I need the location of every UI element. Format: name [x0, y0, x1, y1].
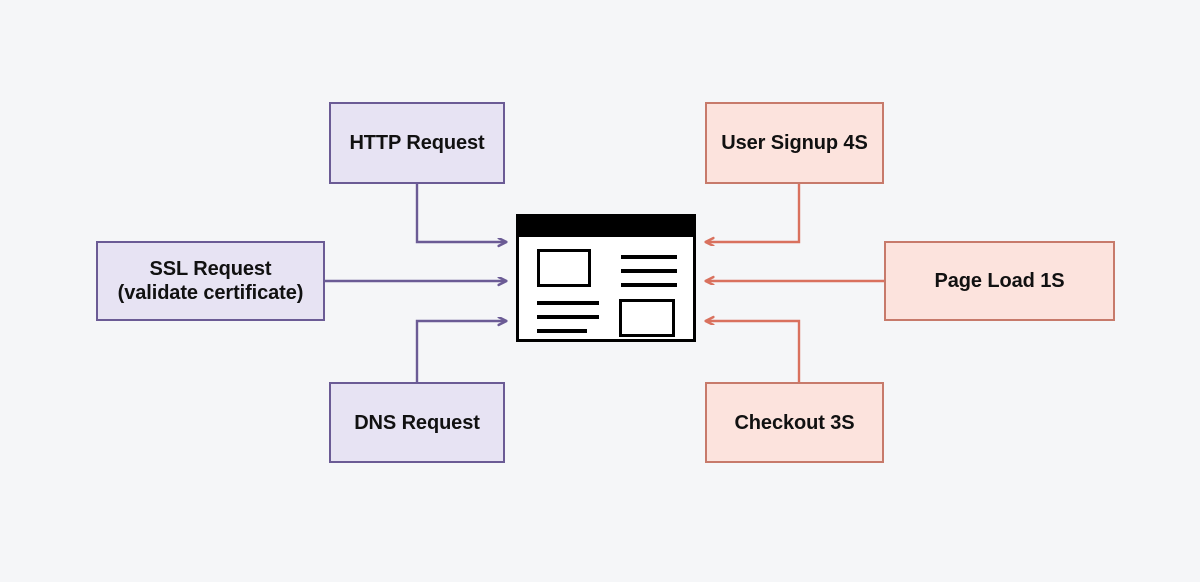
content-text-line-left-1 [537, 301, 599, 305]
node-ssl-request[interactable]: SSL Request (validate certificate) [96, 241, 325, 321]
content-text-line-left-2 [537, 315, 599, 319]
content-text-line-right-1 [621, 255, 677, 259]
connector-http-request-to-browser [415, 184, 506, 242]
content-text-line-left-3 [537, 329, 587, 333]
node-http-request-label: HTTP Request [349, 132, 485, 154]
node-checkout[interactable]: Checkout 3S [705, 382, 884, 463]
browser-titlebar [519, 217, 693, 237]
browser-window-icon [516, 214, 696, 342]
node-checkout-label: Checkout 3S [734, 411, 855, 434]
connector-checkout-to-browser [706, 321, 801, 382]
node-page-load[interactable]: Page Load 1S [884, 241, 1115, 321]
node-dns-request-label: DNS Request [354, 411, 480, 434]
connector-dns-request-to-browser [415, 321, 506, 382]
node-page-load-label: Page Load 1S [934, 270, 1065, 292]
connector-user-signup-to-browser [706, 184, 801, 242]
node-ssl-request-label: SSL Request (validate certificate) [117, 258, 304, 304]
node-user-signup[interactable]: User Signup 4S [705, 102, 884, 184]
content-text-line-right-2 [621, 269, 677, 273]
content-text-line-right-3 [621, 283, 677, 287]
node-user-signup-label: User Signup 4S [721, 132, 868, 154]
content-image-placeholder-bottom-right [619, 299, 675, 337]
node-dns-request[interactable]: DNS Request [329, 382, 505, 463]
browser-content-area [519, 237, 693, 339]
node-http-request[interactable]: HTTP Request [329, 102, 505, 184]
content-image-placeholder-top-left [537, 249, 591, 287]
